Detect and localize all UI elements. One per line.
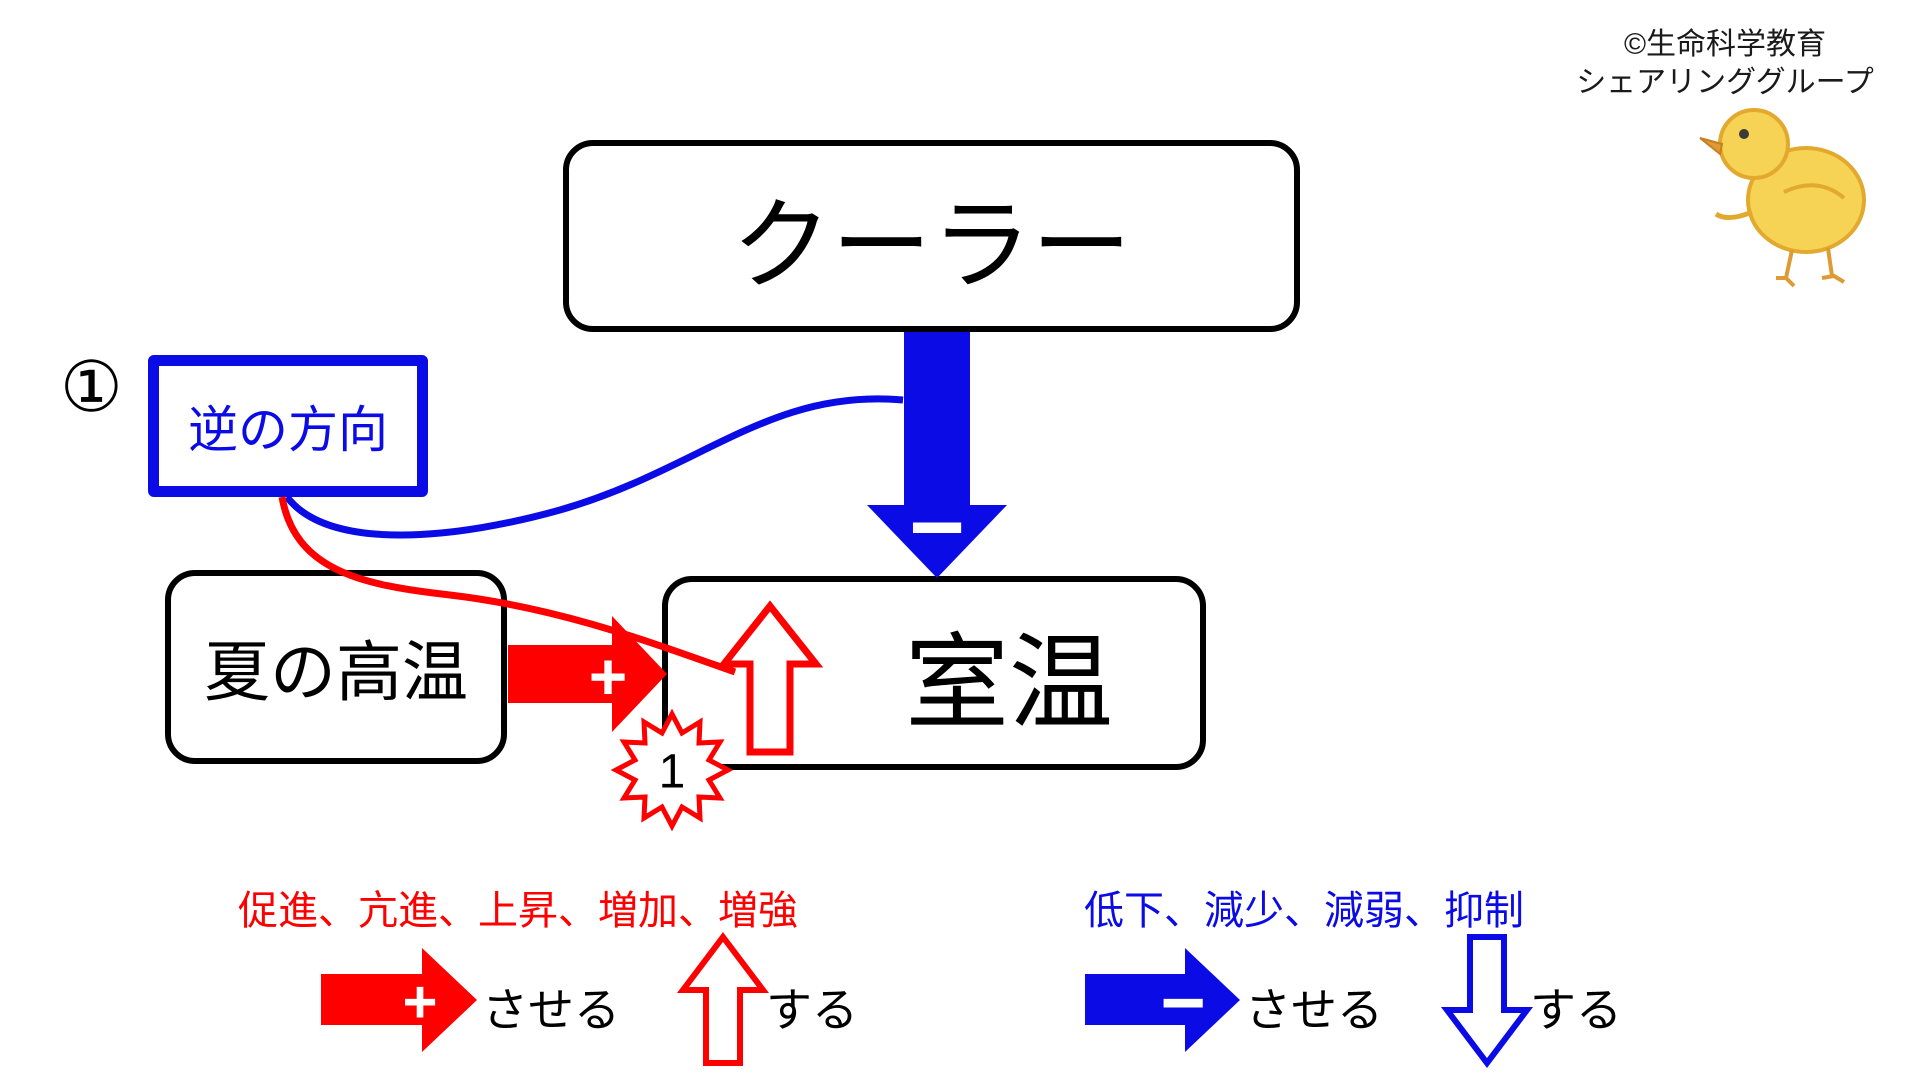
- room-temp-node: 室温: [662, 576, 1206, 770]
- legend-decrease-down-arrow-icon: [1440, 934, 1534, 1068]
- legend-decrease-causative: させる: [1245, 984, 1383, 1036]
- copyright-line2: シェアリンググループ: [1576, 66, 1874, 99]
- copyright-line1: ©生命科学教育: [1623, 28, 1827, 61]
- legend-plus-icon: +: [402, 969, 437, 1036]
- summer-heat-label: 夏の高温: [204, 635, 468, 709]
- minus-icon: −: [909, 474, 965, 581]
- room-temp-label: 室温: [904, 625, 1113, 742]
- summer-to-room-arrow: [508, 616, 667, 732]
- summer-heat-node: 夏の高温: [165, 570, 507, 764]
- legend-decrease-plain: する: [1530, 984, 1622, 1036]
- cooler-node: クーラー: [563, 140, 1300, 332]
- copyright-note: ©生命科学教育 シェアリンググループ: [1555, 26, 1895, 102]
- legend-decrease-terms: 低下、減少、減弱、抑制: [1084, 889, 1524, 933]
- legend-increase-arrow-icon: [321, 948, 477, 1052]
- legend-increase-causative: させる: [482, 984, 620, 1036]
- step-number: ①: [60, 348, 123, 426]
- plus-icon: +: [589, 639, 628, 713]
- reverse-direction-node: 逆の方向: [148, 355, 428, 497]
- legend-increase-plain: する: [766, 984, 858, 1036]
- legend-minus-icon: −: [1160, 958, 1206, 1046]
- legend-decrease-arrow-icon: [1085, 948, 1240, 1052]
- chick-illustration: [1699, 108, 1866, 288]
- legend-increase-terms: 促進、亢進、上昇、増加、増強: [238, 889, 798, 933]
- reverse-direction-label: 逆の方向: [188, 402, 388, 458]
- cooler-to-room-arrow: [867, 332, 1007, 578]
- cooler-label: クーラー: [731, 189, 1132, 302]
- legend-increase-up-arrow-icon: [676, 932, 770, 1066]
